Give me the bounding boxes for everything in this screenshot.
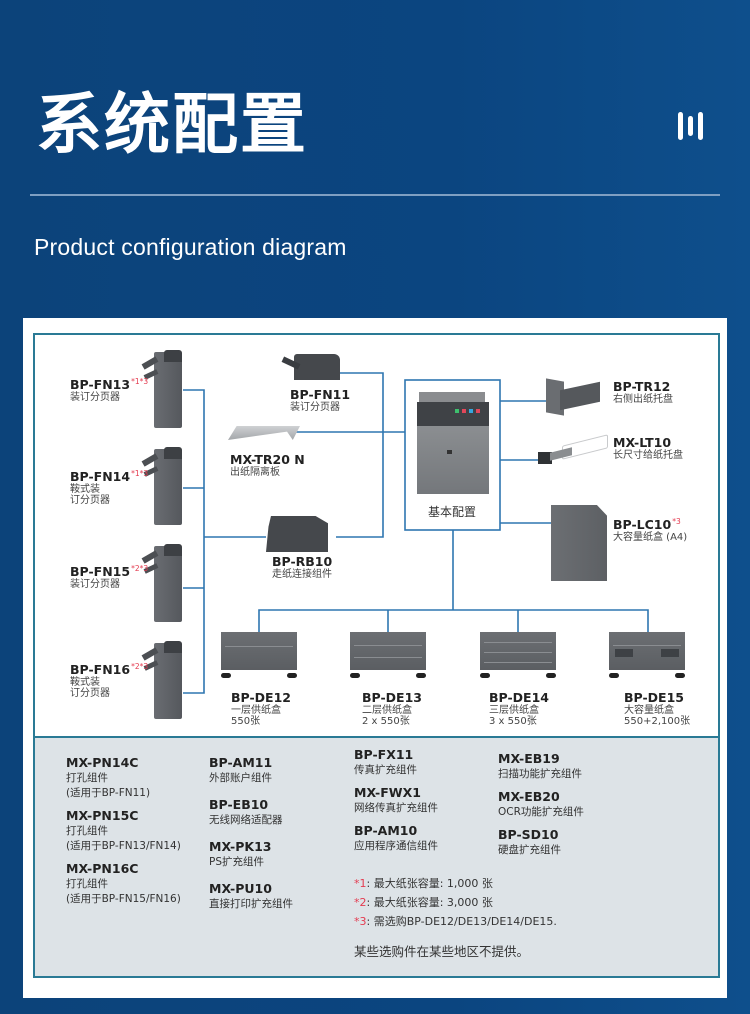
footnote-2: *2: 最大纸张容量: 3,000 张 [354,896,493,909]
option-label-fn13: BP-FN13*1*3 装订分页器 [70,377,149,403]
option-image-tr12 [546,378,602,416]
accessory-item: MX-EB19 扫描功能扩充组件 [498,751,582,780]
drawer-image-de13 [350,632,426,678]
accessories-panel [33,736,720,978]
accessories-col1: MX-PN14C 打孔组件 (适用于BP-FN11) MX-PN15C 打孔组件… [66,754,181,907]
accessory-item: MX-PK13 PS扩充组件 [209,839,272,868]
drawer-image-de12 [221,632,297,678]
finisher-image-fn16 [140,641,184,721]
option-image-fn11 [281,352,342,382]
option-label-lt10: MX-LT10 长尺寸给纸托盘 [613,435,683,461]
accessory-item: MX-PN15C 打孔组件 (适用于BP-FN13/FN14) [66,808,181,852]
option-label-fn11: BP-FN11 装订分页器 [290,387,351,413]
option-label-tr12: BP-TR12 右侧出纸托盘 [613,379,673,405]
accessory-item: MX-PN16C 打孔组件 (适用于BP-FN15/FN16) [66,861,181,905]
option-label-fn14: BP-FN14*1*3 鞍式装 订分页器 [70,469,149,506]
drawer-label-de14: BP-DE14 三层供纸盒 3 x 550张 [489,690,549,727]
option-label-fn16: BP-FN16*2*3 鞍式装 订分页器 [70,662,149,699]
page-subtitle: Product configuration diagram [34,234,347,260]
accessory-item: BP-SD10 硬盘扩充组件 [498,827,561,856]
option-label-rb10: BP-RB10 走纸连接组件 [272,554,333,580]
accessory-item: BP-AM10 应用程序通信组件 [354,823,438,852]
option-image-rb10 [266,516,328,552]
accessory-item: BP-AM11 外部账户组件 [209,755,273,784]
option-label-lc10: BP-LC10*3 大容量纸盒 (A4) [613,517,688,543]
base-config-label: 基本配置 [428,505,477,519]
option-image-lc10 [551,505,607,581]
bars-icon [676,112,706,142]
accessories-col3: BP-FX11 传真扩充组件 MX-FWX1 网络传真扩充组件 BP-AM10 … [354,746,438,854]
accessory-item: MX-PN14C 打孔组件 (适用于BP-FN11) [66,755,151,799]
finisher-image-fn15 [140,544,184,624]
drawer-label-de15: BP-DE15 大容量纸盒 550+2,100张 [624,690,691,727]
accessory-item: BP-EB10 无线网络适配器 [209,797,283,826]
accessory-item: MX-EB20 OCR功能扩充组件 [498,789,584,818]
accessories-col2: BP-AM11 外部账户组件 BP-EB10 无线网络适配器 MX-PK13 P… [209,754,293,912]
option-image-lt10 [538,434,610,468]
option-label-fn15: BP-FN15*2*3 装订分页器 [70,564,149,590]
drawer-image-de15 [609,632,685,678]
availability-disclaimer: 某些选购件在某些地区不提供。 [354,944,530,959]
accessory-item: BP-FX11 传真扩充组件 [354,747,417,776]
option-label-tr20n: MX-TR20 N 出纸隔离板 [230,452,305,478]
footnote-1: *1: 最大纸张容量: 1,000 张 [354,877,493,890]
drawer-label-de13: BP-DE13 二层供纸盒 2 x 550张 [362,690,422,727]
page-title: 系统配置 [36,86,308,163]
option-image-tr20n [228,424,300,444]
accessories-col4: MX-EB19 扫描功能扩充组件 MX-EB20 OCR功能扩充组件 BP-SD… [498,750,584,858]
drawer-image-de14 [480,632,556,678]
finisher-image-fn14 [140,447,184,527]
accessory-item: MX-PU10 直接打印扩充组件 [209,881,293,910]
finisher-image-fn13 [140,350,184,430]
drawer-label-de12: BP-DE12 一层供纸盒 550张 [231,690,291,727]
footnote-3: *3: 需选购BP-DE12/DE13/DE14/DE15. [354,915,557,928]
base-printer-image [417,392,489,494]
header-divider [30,194,720,196]
accessory-item: MX-FWX1 网络传真扩充组件 [354,785,438,814]
